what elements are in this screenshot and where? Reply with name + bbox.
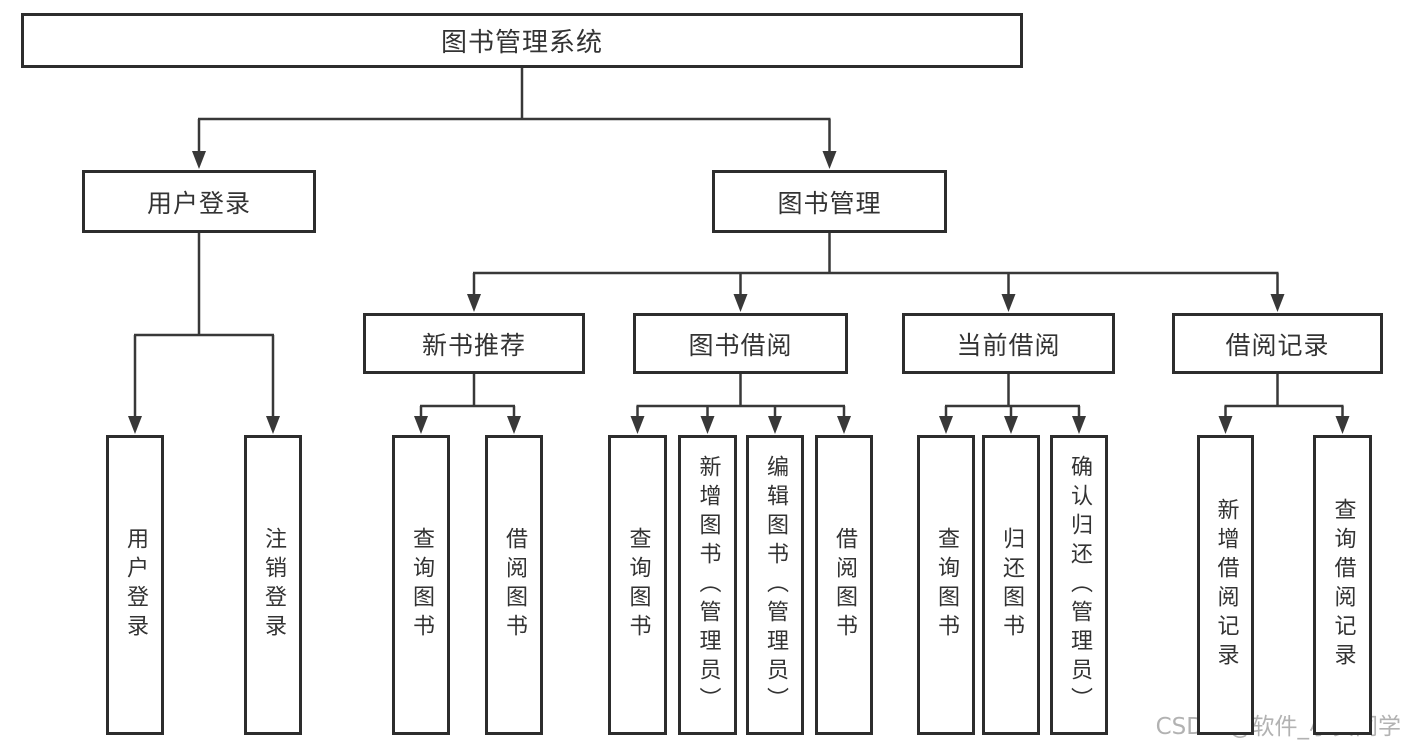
- diagram-node-leaf-logout: 注销登录: [244, 435, 302, 735]
- diagram-node-label: 编辑图书（管理员）: [763, 454, 788, 716]
- diagram-node-label: 新书推荐: [421, 330, 526, 360]
- diagram-node-leaf-br-add: 新增借阅记录: [1197, 435, 1254, 735]
- diagram-node-book-borrow: 图书借阅: [633, 313, 848, 374]
- diagram-node-label: 用户登录: [123, 527, 148, 643]
- diagram-node-user-login: 用户登录: [82, 170, 316, 233]
- diagram-node-leaf-bb-add: 新增图书（管理员）: [678, 435, 737, 735]
- diagram-node-label: 查询借阅记录: [1330, 498, 1356, 672]
- diagram-node-label: 确认归还（管理员）: [1067, 454, 1092, 716]
- diagram-node-leaf-nb-query: 查询图书: [392, 435, 450, 735]
- diagram-node-leaf-nb-borrow: 借阅图书: [485, 435, 543, 735]
- diagram-node-label: 当前借阅: [956, 330, 1061, 360]
- diagram-node-leaf-cb-confirm: 确认归还（管理员）: [1050, 435, 1108, 735]
- diagram-node-label: 查询图书: [409, 527, 434, 643]
- diagram-node-leaf-br-query: 查询借阅记录: [1313, 435, 1372, 735]
- diagram-node-label: 图书管理: [777, 188, 882, 218]
- diagram-node-book-mgmt: 图书管理: [712, 170, 947, 233]
- diagram-node-leaf-cb-return: 归还图书: [982, 435, 1040, 735]
- diagram-node-root: 图书管理系统: [21, 13, 1023, 68]
- diagram-node-borrow-records: 借阅记录: [1172, 313, 1383, 374]
- diagram-node-label: 注销登录: [261, 527, 286, 643]
- diagram-node-current-borrow: 当前借阅: [902, 313, 1115, 374]
- diagram-node-label: 查询图书: [625, 527, 651, 643]
- diagram-node-label: 图书管理系统: [440, 28, 603, 58]
- diagram-node-new-book-rec: 新书推荐: [363, 313, 585, 374]
- diagram-node-label: 借阅图书: [502, 527, 527, 643]
- diagram-node-leaf-bb-edit: 编辑图书（管理员）: [746, 435, 804, 735]
- diagram-node-label: 查询图书: [934, 527, 959, 643]
- diagram-node-label: 新增借阅记录: [1213, 498, 1239, 672]
- diagram-node-leaf-cb-query: 查询图书: [917, 435, 975, 735]
- diagram-node-label: 归还图书: [999, 527, 1024, 643]
- diagram-node-label: 用户登录: [146, 188, 251, 218]
- diagram-node-leaf-bb-borrow: 借阅图书: [815, 435, 873, 735]
- diagram-node-label: 图书借阅: [688, 330, 793, 360]
- diagram-node-label: 借阅图书: [832, 527, 857, 643]
- diagram-node-label: 新增图书（管理员）: [695, 454, 721, 716]
- diagram-node-label: 借阅记录: [1225, 330, 1330, 360]
- diagram-node-leaf-bb-query: 查询图书: [608, 435, 667, 735]
- diagram-node-leaf-user-login: 用户登录: [106, 435, 164, 735]
